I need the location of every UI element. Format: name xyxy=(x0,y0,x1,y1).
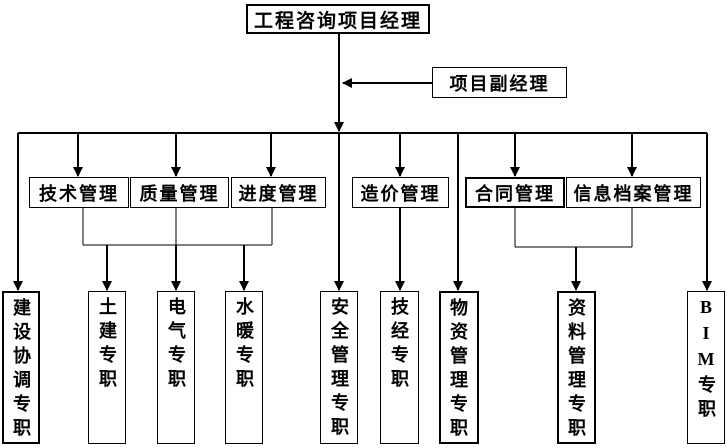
box-construction-coordination-specialist: 建设协调专职 xyxy=(2,291,40,444)
box-bim-specialist: BIM专职 xyxy=(687,291,725,444)
box-plumbing-heating-specialist: 水暖专职 xyxy=(225,291,263,444)
box-document-management-specialist: 资料管理专职 xyxy=(557,291,596,444)
box-safety-management-specialist: 安全管理专职 xyxy=(320,291,358,444)
box-info-archive-management: 信息档案管理 xyxy=(566,177,701,208)
box-technical-economy-specialist: 技经专职 xyxy=(380,291,419,444)
box-project-manager: 工程咨询项目经理 xyxy=(246,4,430,34)
box-contract-management: 合同管理 xyxy=(465,177,565,208)
box-deputy-project-manager: 项目副经理 xyxy=(432,67,567,98)
box-materials-management-specialist: 物资管理专职 xyxy=(439,291,479,444)
box-schedule-management: 进度管理 xyxy=(231,177,326,208)
box-cost-management: 造价管理 xyxy=(352,177,449,208)
box-quality-management: 质量管理 xyxy=(130,177,229,208)
box-electrical-specialist: 电气专职 xyxy=(157,291,195,444)
box-civil-specialist: 土建专职 xyxy=(88,291,126,444)
box-technical-management: 技术管理 xyxy=(29,177,129,208)
